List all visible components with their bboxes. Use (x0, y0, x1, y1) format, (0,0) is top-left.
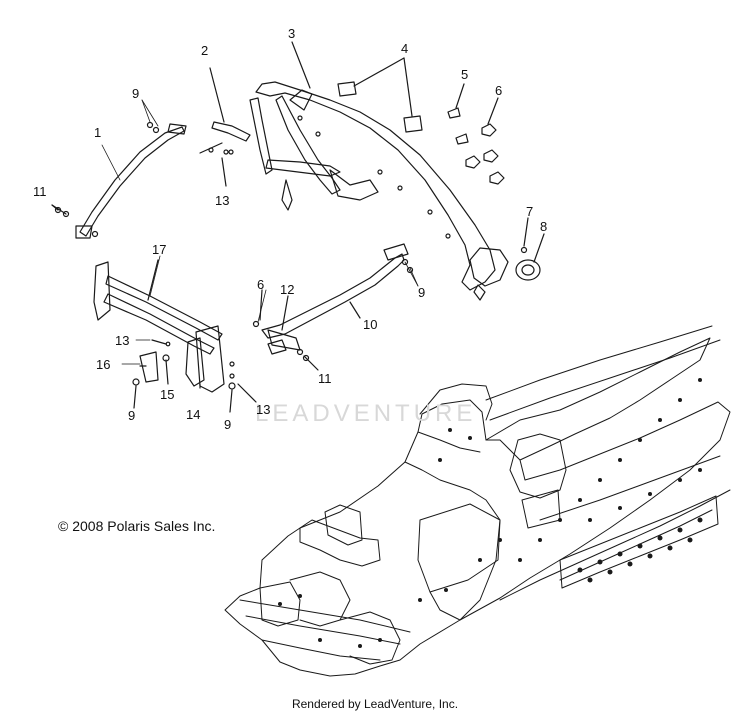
callout-6-upper: 6 (495, 83, 503, 98)
part-3-upper-frame (249, 41, 509, 301)
part-11-bolts-left (51, 204, 70, 218)
callout-4: 4 (401, 41, 409, 56)
part-13-bolt-upper (221, 149, 229, 187)
callout-13-upper: 13 (215, 193, 230, 208)
callout-13-right: 13 (256, 402, 271, 417)
callout-12: 12 (280, 282, 295, 297)
callout-5: 5 (461, 67, 469, 82)
part-5-bolts (447, 83, 469, 145)
rendered-by-credit: Rendered by LeadVenture, Inc. (291, 697, 459, 711)
part-8-cap (515, 233, 545, 281)
callout-9-lower-mid: 9 (224, 417, 232, 432)
callout-9-lower-left: 9 (128, 408, 136, 423)
part-10-brace (261, 243, 414, 355)
part-12-plate (252, 289, 319, 371)
part-4-pads (337, 57, 423, 133)
part-7-rivet (520, 217, 529, 254)
callout-11-left: 11 (33, 184, 47, 199)
callout-8: 8 (540, 219, 548, 234)
copyright-notice: © 2008 Polaris Sales Inc. (58, 518, 216, 534)
part-1-brace (75, 121, 187, 239)
callout-7: 7 (526, 204, 534, 219)
callout-9-upper-left: 9 (132, 86, 140, 101)
callout-1: 1 (94, 125, 102, 140)
callout-15: 15 (160, 387, 175, 402)
callout-14: 14 (186, 407, 201, 422)
callout-9-right: 9 (418, 285, 426, 300)
callout-6-lower: 6 (257, 277, 265, 292)
part-6-nuts-upper (465, 97, 505, 185)
watermark: LEADVENTURE (255, 400, 477, 427)
part-2-bracket (199, 67, 251, 155)
callout-10: 10 (363, 317, 378, 332)
callout-11-right: 11 (318, 371, 332, 386)
leader-lines (101, 99, 419, 365)
callout-17: 17 (152, 242, 167, 257)
small-hardware-lower (132, 339, 257, 413)
chassis-assembly (224, 325, 731, 677)
callout-3: 3 (288, 26, 296, 41)
callout-16: 16 (96, 357, 111, 372)
part-17-cross-frame (93, 259, 235, 393)
callout-2: 2 (201, 43, 209, 58)
callout-13-left: 13 (115, 333, 130, 348)
